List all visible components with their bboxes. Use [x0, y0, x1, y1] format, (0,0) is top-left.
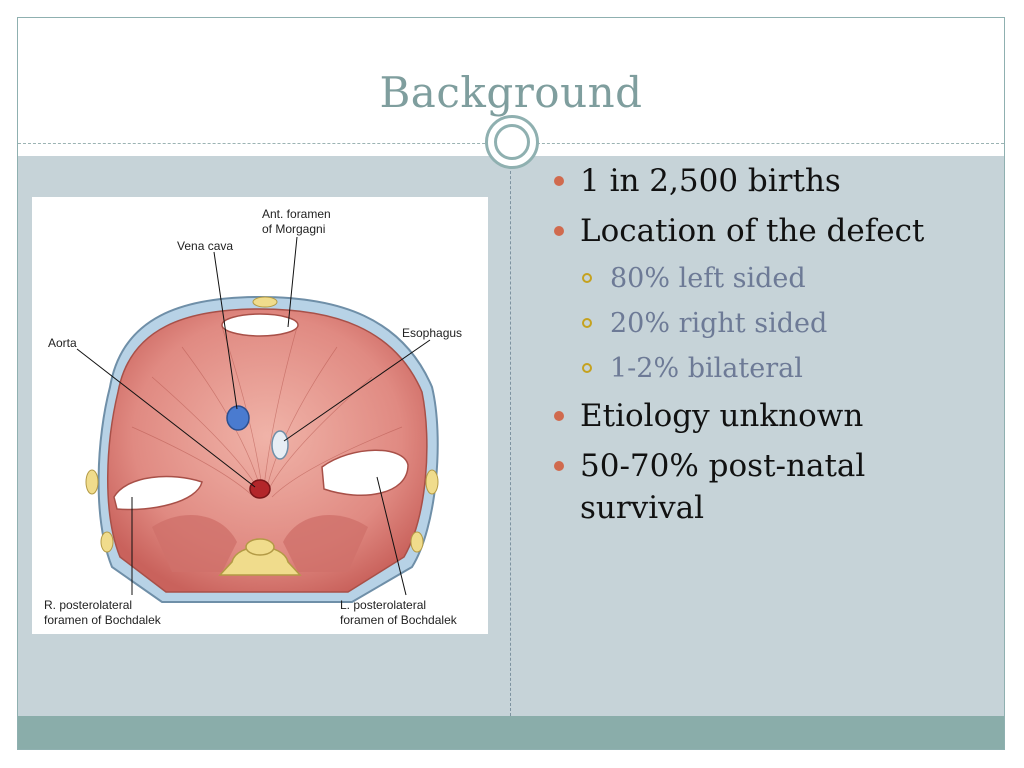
- hollow-bullet-icon: [582, 273, 592, 283]
- bullet-location: Location of the defect: [548, 210, 988, 252]
- bullet-survival: 50-70% post-natal survival: [548, 445, 988, 529]
- label-esophagus: Esophagus: [402, 326, 463, 340]
- bullet-dot-icon: [554, 176, 564, 186]
- bullet-etiology: Etiology unknown: [548, 395, 988, 437]
- bullet-list: 1 in 2,500 births Location of the defect…: [548, 160, 988, 537]
- bullet-dot-icon: [554, 461, 564, 471]
- label-l-bochdalek: L. posterolateral foramen of Bochdalek: [340, 598, 457, 627]
- label-ant-foramen: Ant. foramen of Morgagni: [262, 207, 331, 236]
- slide-title: Background: [379, 68, 643, 117]
- column-divider: [510, 156, 511, 716]
- diaphragm-illustration: Ant. foramen of Morgagni Vena cava Esoph…: [32, 197, 488, 634]
- hollow-bullet-icon: [582, 363, 592, 373]
- ring-ornament-icon: [485, 115, 539, 169]
- subbullet-bilateral: 1-2% bilateral: [548, 350, 988, 388]
- bullet-births: 1 in 2,500 births: [548, 160, 988, 202]
- hollow-bullet-icon: [582, 318, 592, 328]
- subbullet-right: 20% right sided: [548, 305, 988, 343]
- label-aorta: Aorta: [48, 336, 77, 350]
- subbullet-left: 80% left sided: [548, 260, 988, 298]
- diaphragm-drawing: [76, 236, 439, 603]
- label-vena-cava: Vena cava: [177, 239, 234, 253]
- bullet-dot-icon: [554, 226, 564, 236]
- bullet-dot-icon: [554, 411, 564, 421]
- label-r-bochdalek: R. posterolateral foramen of Bochdalek: [44, 598, 161, 627]
- footer-bar: [18, 716, 1004, 749]
